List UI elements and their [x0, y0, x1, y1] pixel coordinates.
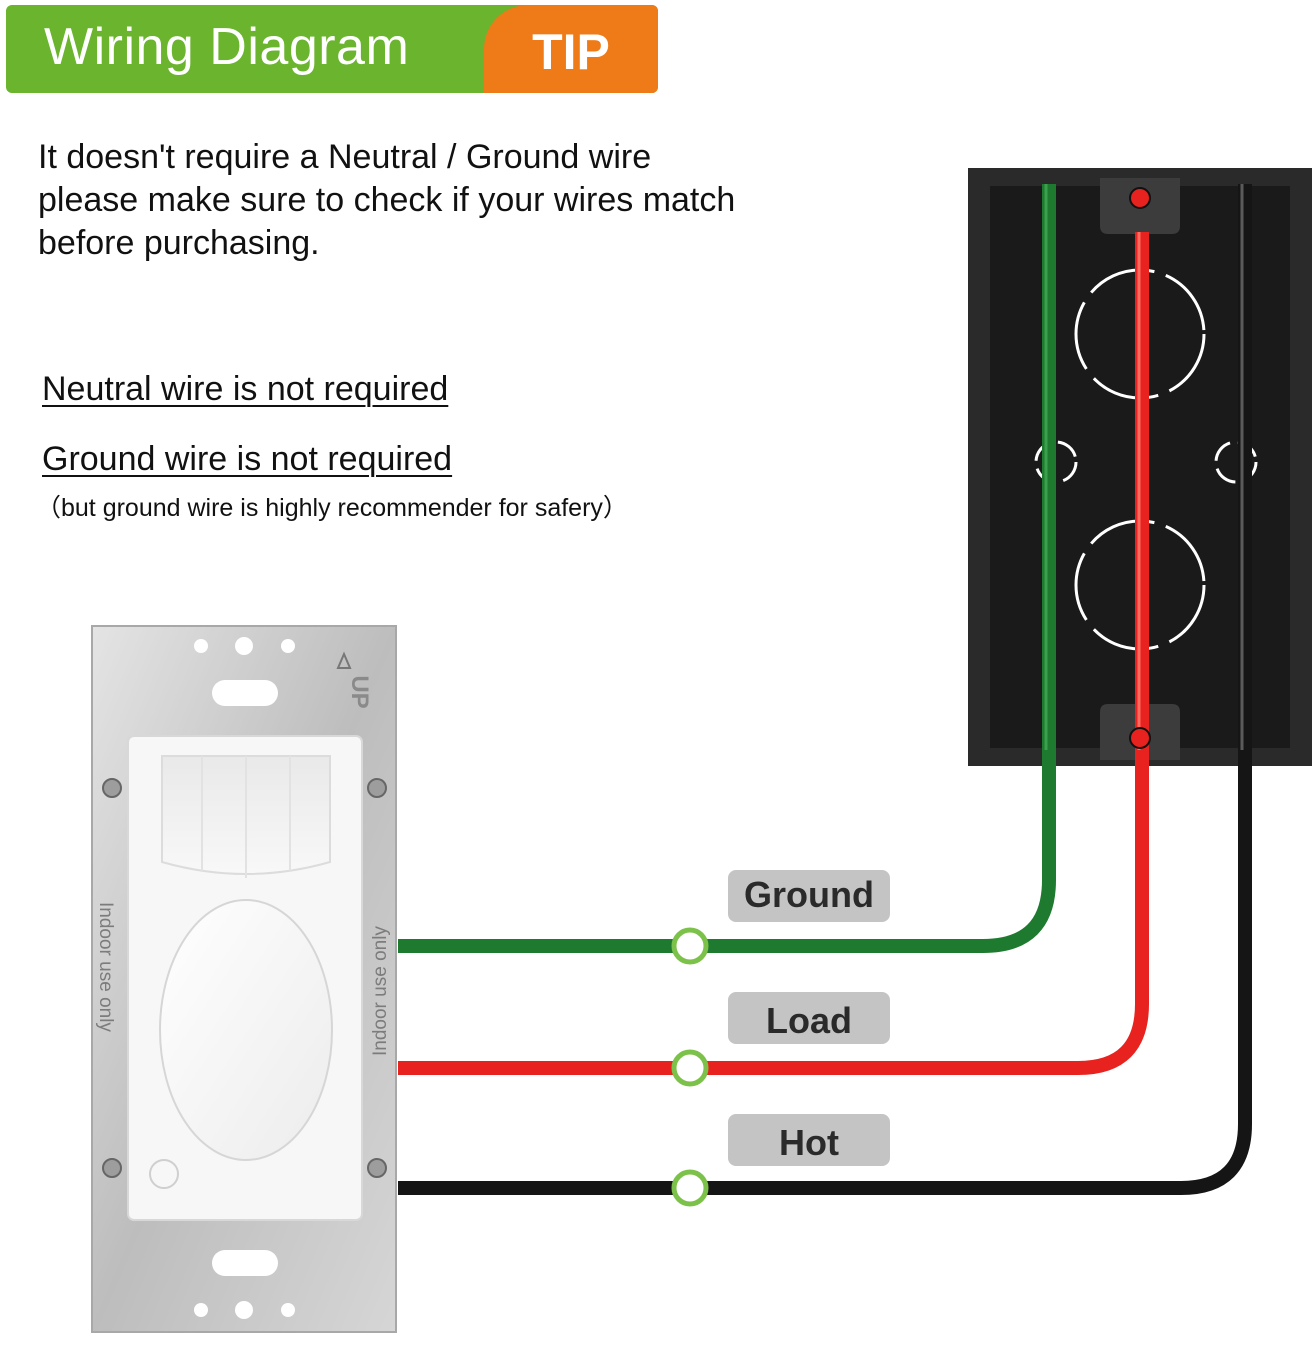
tip-badge: TIP [532, 24, 610, 80]
wire-connectors [671, 927, 709, 1207]
knockout-left [1034, 440, 1078, 484]
tip-badge-background [484, 5, 658, 93]
strap-hole [235, 637, 253, 655]
terminal-screw [367, 1158, 387, 1178]
ground-wire [398, 184, 1056, 953]
load-label-bg [728, 992, 890, 1044]
strap-slot-bottom [212, 1250, 278, 1276]
knockout-right [1214, 440, 1258, 484]
ground-safety-note: （but ground wire is highly recommender f… [36, 494, 628, 522]
terminal-screw [367, 778, 387, 798]
neutral-not-required: Neutral wire is not required [42, 370, 449, 408]
diagram-title: Wiring Diagram [44, 18, 410, 76]
indicator-light [149, 1159, 179, 1189]
intro-line: please make sure to check if your wires … [38, 181, 736, 219]
ground-label: Ground [744, 874, 874, 915]
side-text-left: Indoor use only [95, 902, 116, 1032]
wire-labels: Ground Load Hot [728, 870, 890, 1166]
intro-line: before purchasing. [38, 224, 320, 262]
box-screw-bottom [1129, 727, 1151, 749]
rocker-button [159, 899, 333, 1161]
lens-ridges [201, 756, 291, 878]
intro-line: It doesn't require a Neutral / Ground wi… [38, 138, 652, 176]
hot-connector-ring [671, 1169, 709, 1207]
terminal-screw [102, 1158, 122, 1178]
hot-wire [398, 184, 1252, 1195]
strap-hole [194, 1303, 208, 1317]
wires [398, 184, 1252, 1195]
intro-text: It doesn't require a Neutral / Ground wi… [38, 136, 838, 265]
load-wire [398, 232, 1149, 1075]
up-label: UP [346, 675, 373, 708]
load-connector-ring [671, 1049, 709, 1087]
ground-label-bg [728, 870, 890, 922]
load-label: Load [766, 1000, 852, 1041]
strap-hole [281, 639, 295, 653]
strap-hole [194, 639, 208, 653]
header-banner: Wiring Diagram TIP [6, 5, 658, 93]
hot-label: Hot [779, 1122, 839, 1163]
box-screw-top [1129, 187, 1151, 209]
strap-slot-top [212, 680, 278, 706]
side-text-right: Indoor use only [370, 926, 391, 1056]
ground-connector-ring [671, 927, 709, 965]
ground-not-required: Ground wire is not required [42, 440, 453, 478]
strap-hole [281, 1303, 295, 1317]
hot-label-bg [728, 1114, 890, 1166]
up-arrow-icon [336, 651, 352, 669]
strap-hole [235, 1301, 253, 1319]
terminal-screw [102, 778, 122, 798]
motion-sensor-switch: UP Indoor use only Indoor use only [91, 625, 397, 1333]
